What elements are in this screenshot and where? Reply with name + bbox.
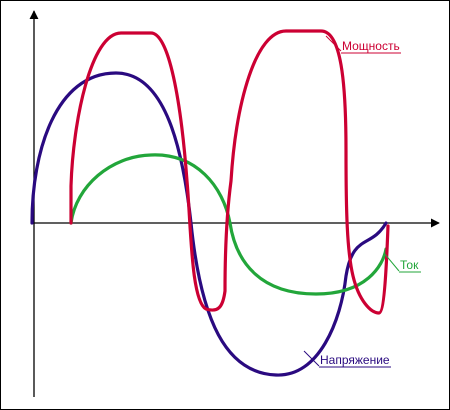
power-leader-line (325, 35, 342, 52)
current-curve (69, 153, 388, 296)
voltage-curve (30, 71, 388, 377)
current-label: Ток (400, 258, 419, 272)
power-curve (69, 29, 390, 315)
current-leader-line (383, 252, 400, 272)
voltage-leader-line (303, 350, 320, 367)
power-label: Мощность (342, 39, 400, 53)
voltage-label: Напряжение (320, 353, 390, 367)
